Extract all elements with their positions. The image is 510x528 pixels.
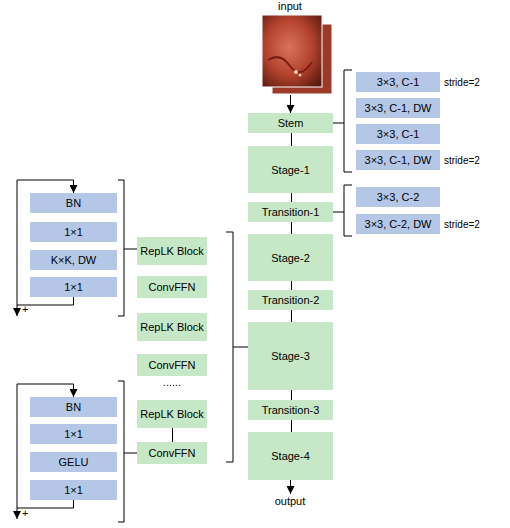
- block-box: ConvFFN: [137, 442, 207, 464]
- node-text: 3×3, C-1: [377, 76, 420, 88]
- node-text: 3×3, C-1, DW: [365, 154, 432, 166]
- block-box: ConvFFN: [137, 354, 207, 376]
- layer-box: 3×3, C-1, DW: [356, 98, 440, 118]
- node-text: RepLK Block: [140, 321, 204, 333]
- connector-line: [291, 193, 292, 202]
- node-text: Transition-1: [262, 206, 320, 218]
- layer-box: 3×3, C-1: [356, 124, 440, 144]
- layer-box: BN: [30, 397, 117, 417]
- stage-box: Stage-1: [248, 146, 333, 193]
- node-text: 1×1: [64, 281, 83, 293]
- layer-box: 1×1: [30, 424, 117, 444]
- io-label: output: [275, 495, 306, 508]
- node-text: GELU: [59, 456, 89, 468]
- layer-box: 1×1: [30, 277, 117, 297]
- node-text: RepLK Block: [140, 408, 204, 420]
- node-text: Stage-1: [271, 164, 310, 176]
- node-text: 3×3, C-2, DW: [365, 218, 432, 230]
- layer-box: BN: [30, 193, 117, 213]
- node-text: 3×3, C-1, DW: [365, 102, 432, 114]
- node-text: BN: [66, 197, 81, 209]
- stride-note: stride=2: [444, 154, 480, 167]
- connector-line: [291, 281, 292, 290]
- stage-box: Stage-3: [248, 322, 333, 390]
- input-image: [262, 15, 332, 94]
- node-text: 1×1: [64, 226, 83, 238]
- node-text: Transition-2: [262, 294, 320, 306]
- layer-box: GELU: [30, 452, 117, 472]
- brackets: [118, 70, 352, 522]
- block-box: RepLK Block: [137, 237, 207, 265]
- node-text: ConvFFN: [148, 447, 195, 459]
- stage-box: Transition-2: [248, 290, 333, 310]
- node-text: ConvFFN: [148, 359, 195, 371]
- node-text: 1×1: [64, 428, 83, 440]
- block-box: RepLK Block: [137, 400, 207, 428]
- node-text: 1×1: [64, 484, 83, 496]
- layer-box: 3×3, C-2, DW: [356, 214, 440, 234]
- node-text: Stem: [278, 117, 304, 129]
- node-text: 3×3, C-1: [377, 128, 420, 140]
- node-text: BN: [66, 401, 81, 413]
- layer-box: 1×1: [30, 222, 117, 242]
- block-box: RepLK Block: [137, 313, 207, 341]
- block-box: ConvFFN: [137, 276, 207, 298]
- node-text: Stage-4: [271, 450, 310, 462]
- stage-box: Stage-2: [248, 234, 333, 281]
- add-sign: +: [22, 303, 28, 316]
- stage-box: Stem: [248, 113, 333, 133]
- stage-box: Transition-1: [248, 202, 333, 222]
- node-text: ConvFFN: [148, 281, 195, 293]
- node-text: RepLK Block: [140, 245, 204, 257]
- node-text: Stage-3: [271, 350, 310, 362]
- layer-box: 3×3, C-2: [356, 187, 440, 207]
- node-text: Transition-3: [262, 404, 320, 416]
- layer-box: K×K, DW: [30, 250, 117, 270]
- connector-line: [291, 310, 292, 322]
- ellipsis: ......: [163, 376, 181, 389]
- connector-line: [291, 222, 292, 234]
- connector-line: [172, 428, 173, 442]
- connector-line: [291, 420, 292, 432]
- add-sign: +: [22, 507, 28, 520]
- node-text: K×K, DW: [51, 254, 97, 266]
- stride-note: stride=2: [444, 218, 480, 231]
- layer-box: 1×1: [30, 480, 117, 500]
- stage-box: Stage-4: [248, 432, 333, 480]
- layer-box: 3×3, C-1: [356, 72, 440, 92]
- node-text: 3×3, C-2: [377, 191, 420, 203]
- stride-note: stride=2: [444, 76, 480, 89]
- node-text: Stage-2: [271, 252, 310, 264]
- connector-line: [291, 390, 292, 400]
- io-label: input: [278, 0, 302, 13]
- layer-box: 3×3, C-1, DW: [356, 150, 440, 170]
- connector-line: [291, 133, 292, 146]
- stage-box: Transition-3: [248, 400, 333, 420]
